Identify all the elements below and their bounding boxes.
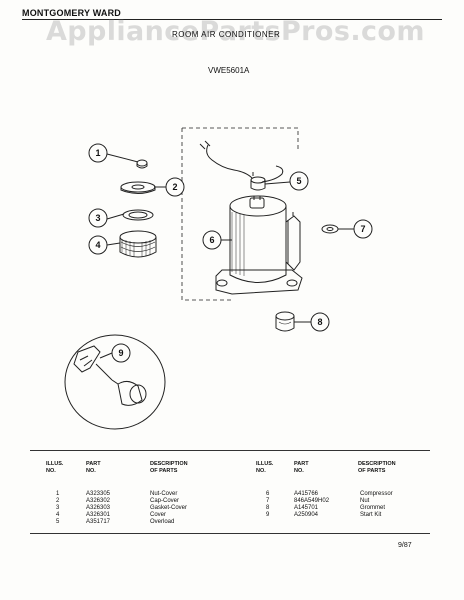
header-part-label-right: PART [294, 461, 309, 467]
header-illus-no: ILLUS. NO. [46, 461, 63, 475]
illus-number: 6 [266, 491, 270, 497]
cap-cover-part [120, 181, 156, 194]
callout-circle-6 [202, 230, 222, 250]
callout-circle-5 [289, 171, 309, 191]
callout-number-3: 3 [95, 213, 100, 223]
illus-number: 9 [266, 512, 270, 518]
callout-circle-7 [353, 219, 373, 239]
leader-line-9 [99, 352, 113, 359]
part-description: Compressor [360, 491, 393, 497]
brand-name: MONTGOMERY WARD [22, 8, 121, 18]
callout-number-9: 9 [118, 348, 123, 358]
leader-line-5 [264, 181, 291, 185]
part-description: Overload [150, 519, 175, 525]
header-part-no-right: PART NO. [294, 461, 309, 475]
illus-number: 4 [56, 512, 60, 518]
header-illus-label-right: ILLUS. [256, 461, 274, 467]
header-no-label-right: NO. [256, 468, 266, 474]
nut-cover-part [136, 159, 148, 169]
header-rule [22, 19, 442, 20]
gasket-cover-part [122, 209, 154, 221]
part-number: A415766 [294, 491, 319, 497]
overload-part [199, 140, 284, 191]
illus-number: 1 [56, 491, 60, 497]
parts-list-table: ILLUS. NO. PART NO. DESCRIPTION OF PARTS… [30, 450, 430, 534]
callout-circle-1 [88, 143, 108, 163]
callout-circle-9 [111, 343, 131, 363]
part-description: Gasket-Cover [150, 505, 188, 511]
callout-number-8: 8 [317, 317, 322, 327]
header-illus-no-right: ILLUS. NO. [256, 461, 273, 475]
header-description-label-right: DESCRIPTION [358, 461, 396, 467]
callout-number-5: 5 [296, 176, 301, 186]
grommet-part [275, 311, 295, 332]
start-kit-part [64, 334, 166, 430]
watermark: AppliancePartsPros.com [46, 16, 425, 47]
header-illus-label: ILLUS. [46, 461, 64, 467]
callout-circle-3 [88, 208, 108, 228]
part-number: A145701 [294, 505, 319, 511]
part-number: A250904 [294, 512, 319, 518]
model-number: VWE5601A [208, 66, 250, 75]
callout-circle-2 [165, 177, 185, 197]
part-description: Start Kit [360, 512, 382, 518]
header-no-label: NO. [46, 468, 56, 474]
header-part-no: PART NO. [86, 461, 101, 475]
callout-number-2: 2 [172, 182, 177, 192]
header-description-label: DESCRIPTION [150, 461, 188, 467]
part-description: Nut [360, 498, 370, 504]
nut-part [321, 224, 339, 234]
header-description-right: DESCRIPTION OF PARTS [358, 461, 396, 475]
callout-number-7: 7 [360, 224, 365, 234]
part-description: Cover [150, 512, 167, 518]
exploded-parts-diagram: 1 2 3 4 5 6 7 8 9 [64, 127, 373, 430]
cover-part [119, 230, 157, 258]
callout-circle-8 [310, 312, 330, 332]
header-of-parts-label: OF PARTS [150, 468, 178, 474]
header-of-parts-label-right: OF PARTS [358, 468, 386, 474]
illus-number: 2 [56, 498, 60, 504]
illus-number: 5 [56, 519, 60, 525]
header-part-label: PART [86, 461, 101, 467]
header-part-no-label-right: NO. [294, 468, 304, 474]
revision-date: 9/87 [398, 542, 412, 549]
part-number: 846A549H02 [294, 498, 330, 504]
leader-line-3 [106, 213, 125, 220]
document-title: ROOM AIR CONDITIONER [172, 30, 281, 39]
leader-line-1 [106, 153, 139, 163]
callout-number-1: 1 [95, 148, 100, 158]
illus-number: 3 [56, 505, 60, 511]
part-description: Nut-Cover [150, 491, 178, 497]
part-number: A326301 [86, 512, 111, 518]
illus-number: 8 [266, 505, 270, 511]
part-number: A326303 [86, 505, 111, 511]
part-number: A351717 [86, 519, 111, 525]
part-description: Cap-Cover [150, 498, 180, 504]
callout-number-4: 4 [95, 240, 100, 250]
callout-number-6: 6 [209, 235, 214, 245]
part-number: A323305 [86, 491, 111, 497]
part-number: A326302 [86, 498, 111, 504]
part-description: Grommet [360, 505, 386, 511]
illus-number: 7 [266, 498, 270, 504]
leader-line-4 [106, 242, 121, 246]
header-description: DESCRIPTION OF PARTS [150, 461, 188, 475]
callout-circle-4 [88, 235, 108, 255]
compressor-part [215, 195, 303, 295]
header-part-no-label: NO. [86, 468, 96, 474]
